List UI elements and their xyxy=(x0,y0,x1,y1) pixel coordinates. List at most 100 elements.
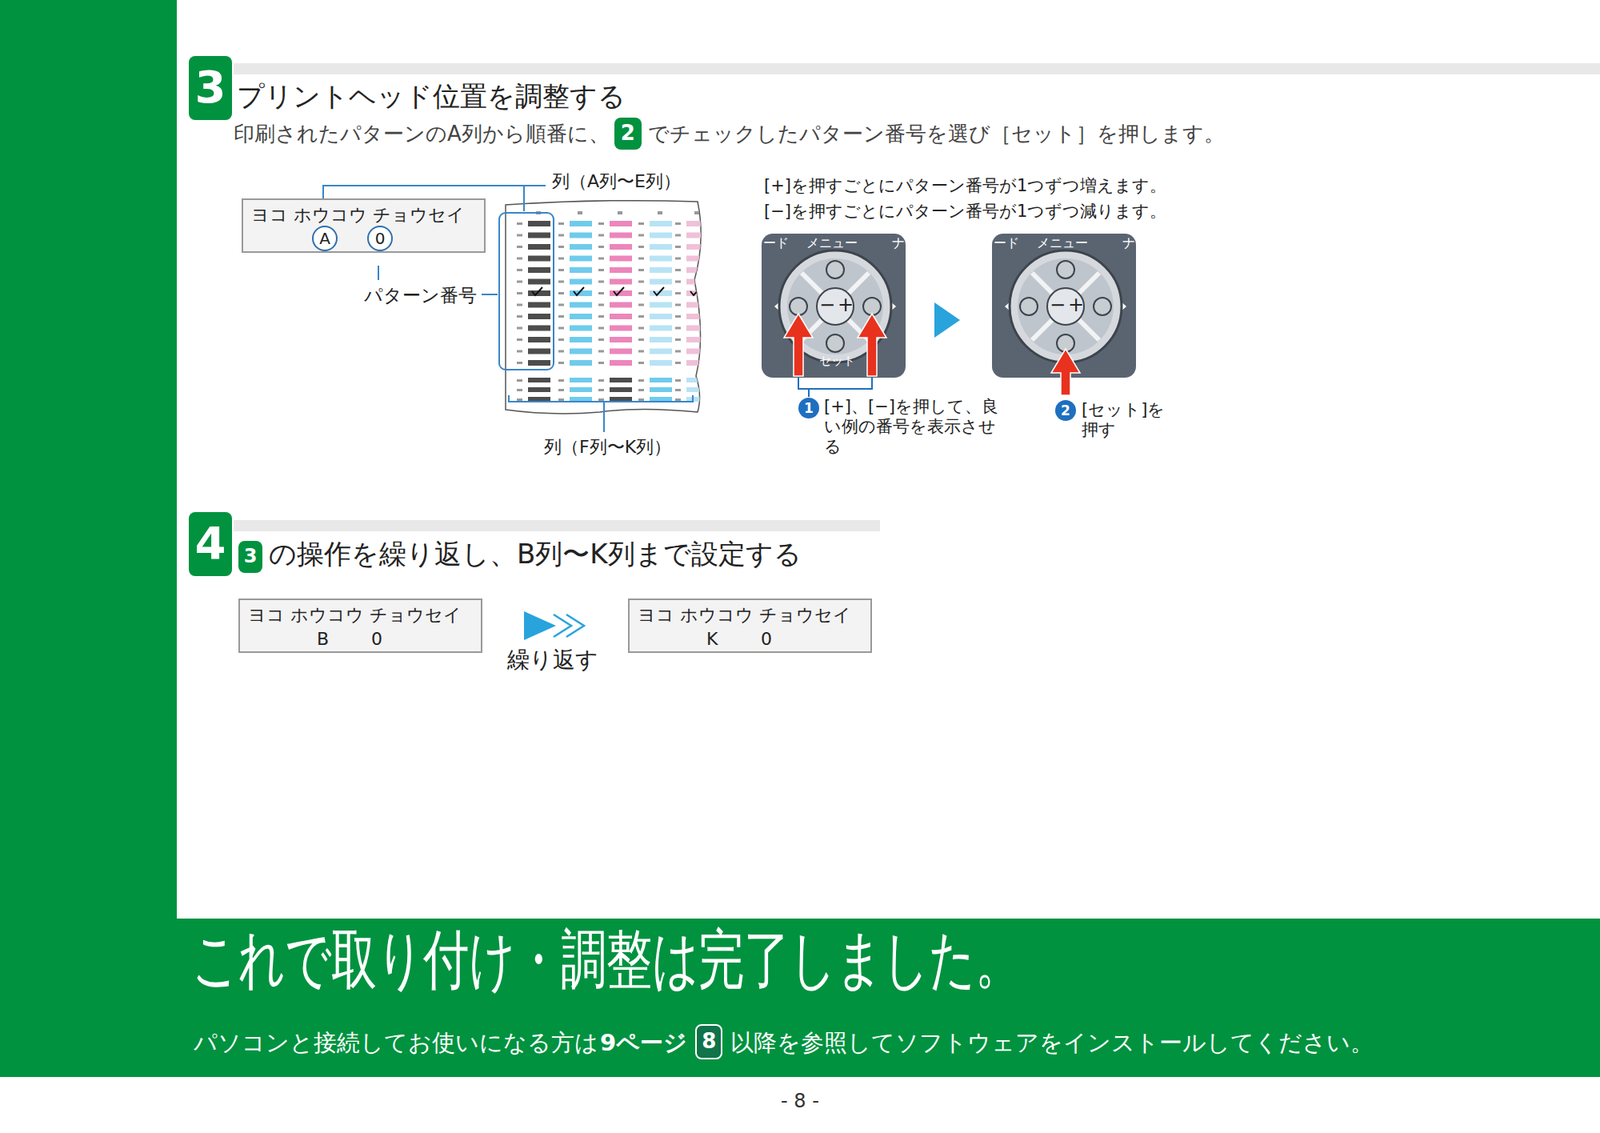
pattern-stroke xyxy=(609,348,632,355)
control-panel-text: + xyxy=(1068,293,1084,317)
pattern-stroke xyxy=(686,232,709,239)
pattern-stroke xyxy=(516,234,523,237)
lcd-display-text: ヨコ ホウコウ チョウセイ xyxy=(248,604,462,626)
pattern-stroke xyxy=(528,377,551,383)
leader-line xyxy=(377,265,380,280)
pattern-stroke xyxy=(609,244,632,250)
pattern-stroke xyxy=(649,220,672,227)
pattern-stroke xyxy=(609,325,632,332)
column-label: 列（F列〜K列） xyxy=(544,436,672,458)
callout-circle-text: 0 xyxy=(368,228,392,249)
control-panel-text: − xyxy=(1049,293,1066,317)
pattern-stroke xyxy=(558,304,564,307)
pattern-stroke xyxy=(558,379,564,382)
step-title: の操作を繰り返し、B列〜K列まで設定する xyxy=(268,537,802,571)
pattern-stroke xyxy=(675,350,681,353)
pattern-stroke xyxy=(528,360,551,366)
pattern-stroke xyxy=(675,327,681,330)
pattern-stroke xyxy=(598,280,604,284)
pattern-stroke xyxy=(528,348,551,355)
control-panel-text: ナ xyxy=(892,235,905,251)
control-panel-text: メニュー xyxy=(1036,235,1088,251)
step-ref-badge: 3 xyxy=(238,540,263,573)
note-text: [+]を押すごとにパターン番号が1つずつ増えます。 xyxy=(764,176,1167,196)
control-panel-text: メニュー xyxy=(806,235,858,251)
pattern-stroke xyxy=(516,280,523,284)
pattern-stroke xyxy=(558,280,564,284)
pattern-stroke xyxy=(617,211,623,215)
control-panel-text: ナ xyxy=(1122,235,1136,251)
pattern-stroke xyxy=(638,245,644,248)
pattern-stroke xyxy=(516,379,523,382)
control-panel-text: ード xyxy=(993,235,1020,251)
pattern-stroke xyxy=(686,387,709,392)
pattern-stroke xyxy=(528,232,551,239)
step-ref-badge-text: 2 xyxy=(614,120,642,146)
pattern-sheet xyxy=(505,200,701,414)
pattern-stroke xyxy=(598,245,604,248)
pattern-stroke xyxy=(528,279,551,285)
pattern-stroke xyxy=(598,327,604,330)
step-badge: 4 xyxy=(188,512,232,576)
pattern-stroke xyxy=(569,220,592,227)
completion-band-text: これで取り付け・調整は完了しました。 xyxy=(192,923,1021,996)
page-ref-badge-text: 8 xyxy=(696,1028,721,1054)
pattern-stroke xyxy=(609,302,632,308)
pattern-stroke xyxy=(638,268,644,272)
pattern-stroke xyxy=(516,245,523,248)
green-sidebar xyxy=(0,0,177,919)
pattern-stroke xyxy=(649,302,672,308)
pattern-stroke xyxy=(528,267,551,273)
pattern-stroke xyxy=(516,350,523,353)
lcd-display: ヨコ ホウコウ チョウセイK0 xyxy=(628,598,872,653)
lcd-display: ヨコ ホウコウ チョウセイB0 xyxy=(238,598,483,653)
pattern-stroke xyxy=(638,304,644,307)
pattern-stroke xyxy=(686,279,709,285)
pattern-stroke xyxy=(516,315,523,318)
pattern-stroke xyxy=(609,279,632,285)
pattern-stroke xyxy=(675,280,681,284)
callout-number-text: 1 xyxy=(798,397,820,419)
control-panel-text: ード xyxy=(763,235,789,251)
pattern-stroke xyxy=(558,315,564,318)
pattern-stroke xyxy=(516,338,523,341)
pattern-stroke xyxy=(598,292,604,295)
pattern-stroke xyxy=(649,256,672,262)
pattern-stroke xyxy=(675,257,681,260)
pattern-stroke xyxy=(569,377,592,383)
pattern-stroke xyxy=(573,287,584,296)
pattern-stroke xyxy=(686,336,709,343)
pattern-stroke xyxy=(675,304,681,307)
pattern-stroke xyxy=(638,315,644,318)
instruction-text: 印刷されたパターンのA列から順番に、 xyxy=(233,121,610,147)
pattern-stroke xyxy=(609,232,632,239)
control-panel-text: セット xyxy=(819,353,856,368)
pattern-stroke xyxy=(675,398,681,401)
pattern-stroke xyxy=(686,290,709,296)
pattern-stroke xyxy=(569,360,592,366)
pattern-stroke xyxy=(638,280,644,284)
step-badge: 3 xyxy=(188,56,232,120)
pattern-stroke xyxy=(558,338,564,341)
pattern-stroke xyxy=(558,327,564,330)
pattern-stroke xyxy=(686,360,709,366)
pattern-stroke xyxy=(558,361,564,364)
pattern-stroke xyxy=(598,222,604,225)
press-arrow xyxy=(857,313,887,376)
callout-circle: A xyxy=(312,225,338,252)
pattern-stroke xyxy=(649,325,672,332)
pattern-stroke xyxy=(649,348,672,355)
pattern-stroke xyxy=(598,257,604,260)
press-arrow xyxy=(1051,348,1080,396)
pattern-stroke xyxy=(609,360,632,366)
callout-text: [+]、[−]を押して、良い例の番号を表示させる xyxy=(824,396,1002,458)
repeat-arrow xyxy=(524,611,556,640)
pattern-stroke xyxy=(598,388,604,392)
pattern-stroke xyxy=(569,325,592,332)
pattern-stroke xyxy=(638,338,644,341)
pattern-stroke xyxy=(528,325,551,332)
pattern-stroke xyxy=(686,313,709,320)
pattern-stroke xyxy=(675,338,681,341)
completion-band-text: パソコンと接続してお使いになる方は xyxy=(193,1028,599,1057)
